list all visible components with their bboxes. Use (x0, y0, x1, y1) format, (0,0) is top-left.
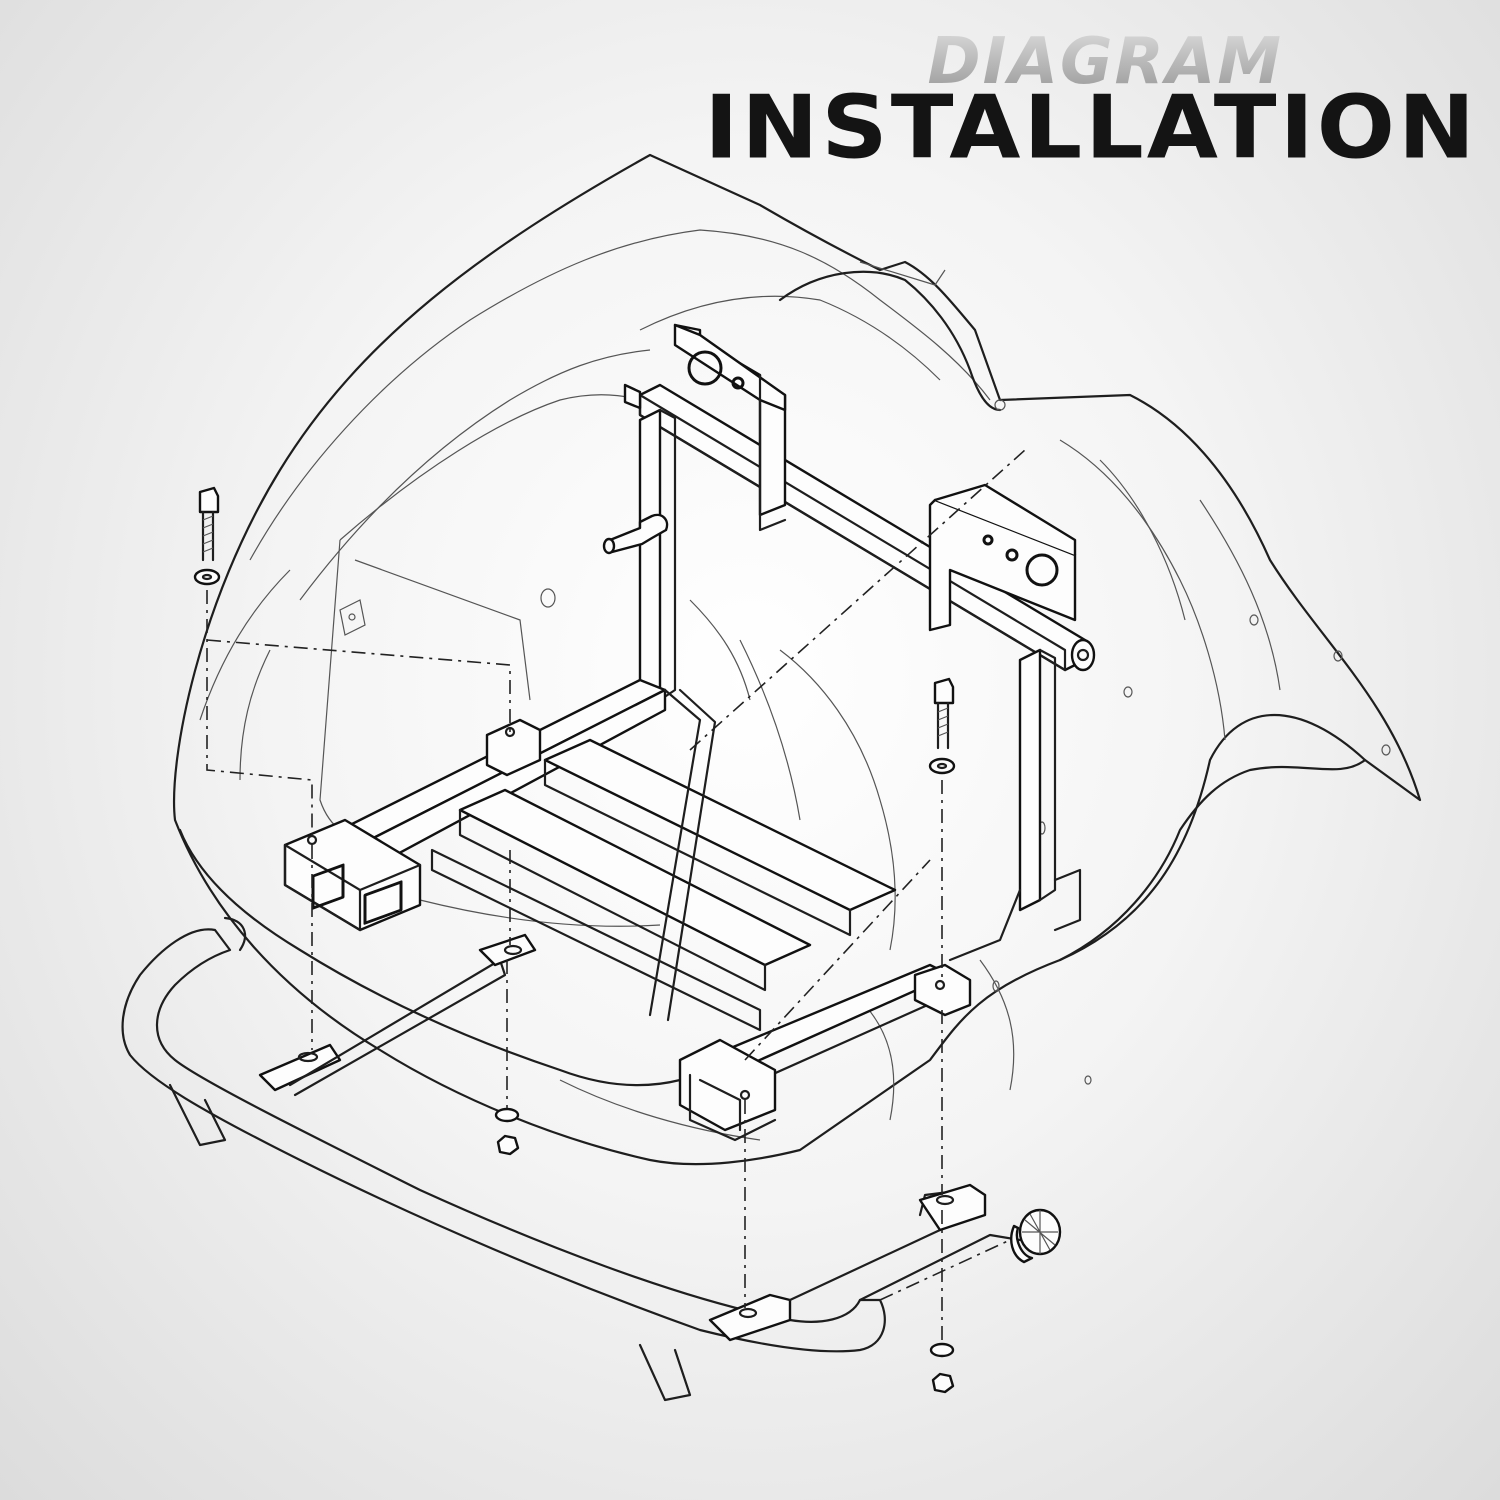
left-bolt (198, 486, 220, 562)
tube-end-cap (1010, 1208, 1062, 1264)
assembly-guide-lines (206, 449, 1026, 1342)
center-nut (496, 1134, 520, 1156)
diagram-subtitle: DIAGRAM (927, 25, 1283, 99)
vehicle-body-shell (172, 153, 1422, 1166)
left-washer (193, 568, 221, 586)
title-block: DIAGRAM INSTALLATION (698, 25, 1478, 179)
right-nut (931, 1372, 955, 1394)
hardware (193, 486, 1062, 1394)
rack-base (283, 678, 1022, 1142)
rack-frame (602, 323, 1096, 932)
right-bolt (933, 677, 955, 750)
installation-title: INSTALLATION (704, 76, 1478, 179)
center-washer (494, 1107, 520, 1123)
right-washer (928, 757, 956, 775)
bumper (121, 916, 1022, 1402)
right-lower-washer (929, 1342, 955, 1358)
